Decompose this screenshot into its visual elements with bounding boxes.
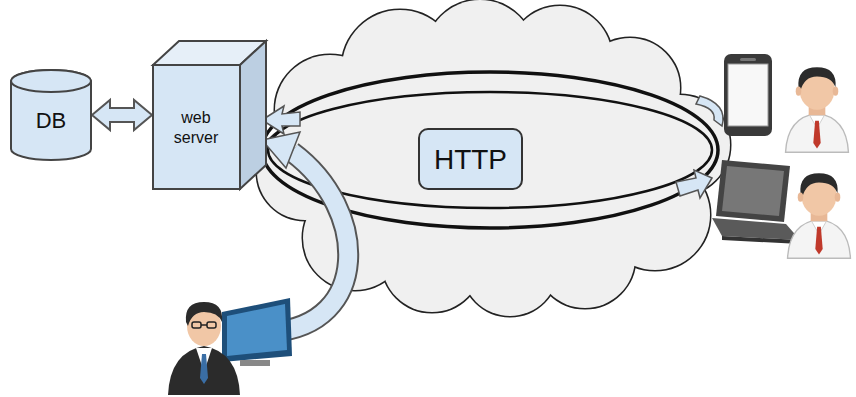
admin-monitor: [222, 298, 292, 366]
cylinder-body: [11, 70, 91, 160]
node-label: web server: [160, 108, 232, 148]
user-icon: [788, 173, 851, 258]
cylinder-top: [11, 70, 91, 92]
server-box: web server: [152, 40, 267, 190]
user-icon: [786, 67, 849, 152]
network-cloud: [257, 0, 730, 316]
block-arrow: [92, 100, 152, 130]
database-cylinder: DB: [10, 70, 92, 160]
smartphone: [724, 54, 772, 136]
node-label: HTTP: [434, 142, 507, 177]
rounded-box: [419, 129, 522, 189]
node-text-group: HTTP: [434, 142, 507, 177]
server-front: [153, 65, 240, 189]
server-side: [240, 41, 266, 189]
laptop: [712, 160, 800, 244]
node-label: DB: [36, 107, 67, 135]
protocol-box: HTTP: [418, 128, 523, 190]
admin-icon: [168, 302, 240, 395]
node-text-group: web server: [152, 65, 240, 190]
node-text-group: DB: [36, 107, 67, 135]
